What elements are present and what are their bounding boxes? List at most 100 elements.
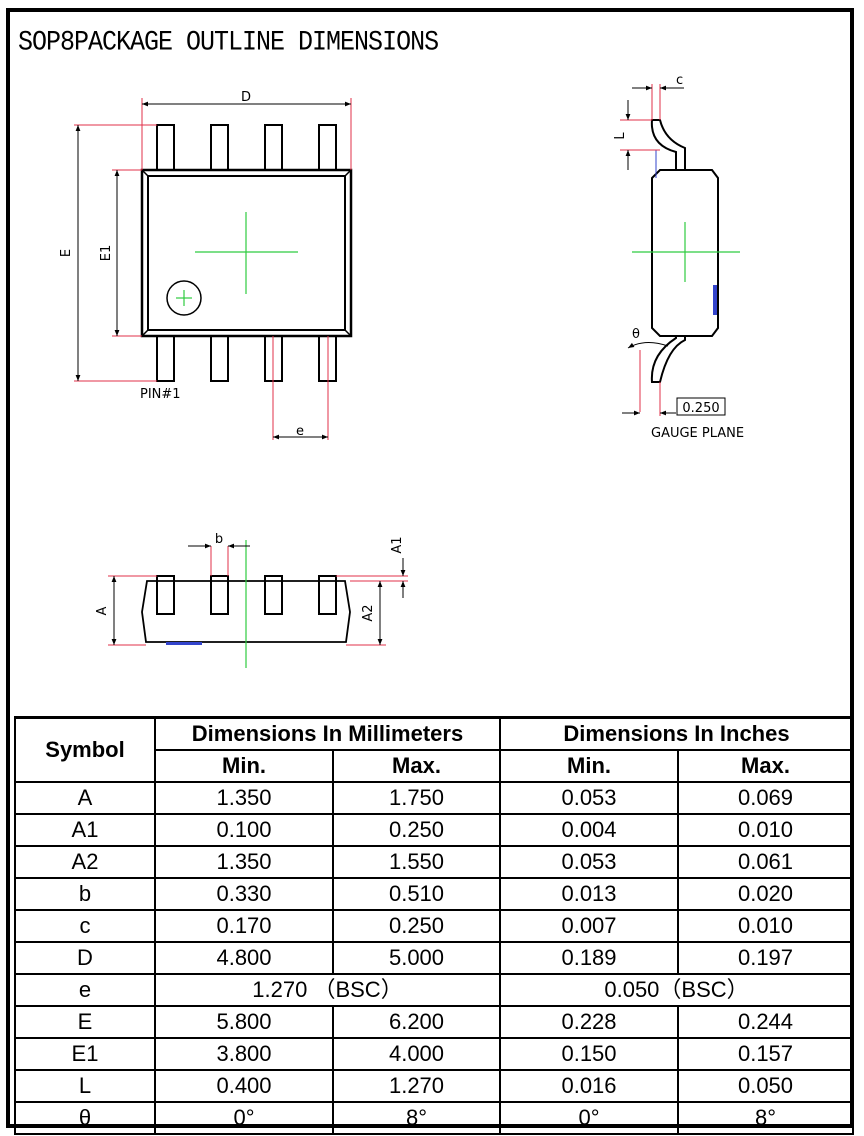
cell-in-min: 0.053 [499, 781, 679, 815]
front-view: b A A1 A2 [95, 532, 408, 668]
cell-symbol: E1 [14, 1037, 156, 1071]
cell-in-max: 0.010 [676, 813, 855, 847]
cell-mm-max: 5.000 [332, 941, 501, 975]
dimensions-table: Symbol Dimensions In Millimeters Dimensi… [14, 716, 855, 1135]
label-c: c [676, 73, 683, 88]
cell-mm-max: 0.250 [332, 813, 501, 847]
cell-in-min: 0.053 [499, 845, 679, 879]
cell-in-min: 0.150 [499, 1037, 679, 1071]
cell-in-min: 0.189 [499, 941, 679, 975]
cell-symbol: e [14, 973, 156, 1007]
label-gauge-plane: GAUGE PLANE [651, 426, 744, 441]
cell-mm-min: 0.170 [154, 909, 334, 943]
header-in-max: Max. [676, 749, 855, 783]
cell-in-max: 0.069 [676, 781, 855, 815]
pin-top-3 [264, 124, 283, 171]
cell-mm-min: 3.800 [154, 1037, 334, 1071]
cell-in-max: 8° [676, 1101, 855, 1135]
front-body [141, 580, 351, 643]
cell-symbol: D [14, 941, 156, 975]
label-b: b [215, 532, 223, 547]
cell-symbol: E [14, 1005, 156, 1039]
label-e-span: E [59, 249, 74, 257]
cell-in-min: 0.004 [499, 813, 679, 847]
cell-in-max: 0.157 [676, 1037, 855, 1071]
top-view: D E E1 e PIN#1 [59, 90, 353, 440]
cell-mm-max: 1.750 [332, 781, 501, 815]
label-a: A [95, 606, 110, 615]
cell-symbol: θ [14, 1101, 156, 1135]
cell-symbol: A1 [14, 813, 156, 847]
label-pin1: PIN#1 [140, 387, 181, 402]
cell-mm-max: 6.200 [332, 1005, 501, 1039]
cell-in-min: 0.016 [499, 1069, 679, 1103]
header-mm-min: Min. [154, 749, 334, 783]
cell-in-max: 0.244 [676, 1005, 855, 1039]
cell-symbol: c [14, 909, 156, 943]
header-mm-max: Max. [332, 749, 501, 783]
cell-in-max: 0.061 [676, 845, 855, 879]
cell-symbol: L [14, 1069, 156, 1103]
gauge-value-box [676, 397, 726, 416]
cell-in-min: 0.228 [499, 1005, 679, 1039]
cell-in-max: 0.050 [676, 1069, 855, 1103]
header-inches: Dimensions In Inches [498, 716, 855, 751]
cell-in-max: 0.020 [676, 877, 855, 911]
label-l: L [613, 132, 628, 140]
cell-mm-max: 1.270 [332, 1069, 501, 1103]
label-e1: E1 [99, 245, 114, 262]
cell-mm-bsc: 1.270 （BSC） [154, 973, 501, 1007]
pin1-marker [166, 280, 202, 316]
cell-in-bsc: 0.050（BSC） [498, 973, 855, 1007]
cell-mm-min: 5.800 [154, 1005, 334, 1039]
cell-symbol: b [14, 877, 156, 911]
cell-mm-min: 1.350 [154, 781, 334, 815]
cell-mm-max: 0.250 [332, 909, 501, 943]
cell-in-max: 0.197 [676, 941, 855, 975]
cell-mm-min: 0.400 [154, 1069, 334, 1103]
header-millimeters: Dimensions In Millimeters [154, 716, 501, 751]
pin-top-1 [156, 124, 175, 171]
label-theta: θ [632, 327, 640, 342]
cell-mm-min: 0° [154, 1101, 334, 1135]
cell-in-max: 0.010 [676, 909, 855, 943]
cell-mm-max: 0.510 [332, 877, 501, 911]
cell-mm-min: 0.100 [154, 813, 334, 847]
cell-symbol: A2 [14, 845, 156, 879]
cell-mm-max: 1.550 [332, 845, 501, 879]
cell-mm-min: 0.330 [154, 877, 334, 911]
cell-in-min: 0.013 [499, 877, 679, 911]
package-drawing: D E E1 e PIN#1 c [59, 73, 744, 668]
pin-top-2 [210, 124, 229, 171]
cell-symbol: A [14, 781, 156, 815]
label-pitch: e [296, 424, 304, 439]
label-a2: A2 [361, 604, 376, 621]
label-gauge-value: 0.250 [682, 401, 719, 416]
label-d: D [241, 90, 251, 105]
cell-in-min: 0° [499, 1101, 679, 1135]
label-a1: A1 [390, 536, 405, 553]
pin-bottom-2 [210, 335, 229, 382]
header-symbol: Symbol [14, 716, 156, 783]
pin-bottom-1 [156, 335, 175, 382]
side-view: c L θ 0.250 GAUGE PLANE [613, 73, 744, 441]
header-in-min: Min. [499, 749, 679, 783]
cell-mm-min: 1.350 [154, 845, 334, 879]
cell-mm-max: 4.000 [332, 1037, 501, 1071]
page-title: SOP8PACKAGE OUTLINE DIMENSIONS [18, 26, 439, 59]
cell-mm-min: 4.800 [154, 941, 334, 975]
cell-in-min: 0.007 [499, 909, 679, 943]
pin-top-4 [318, 124, 337, 171]
